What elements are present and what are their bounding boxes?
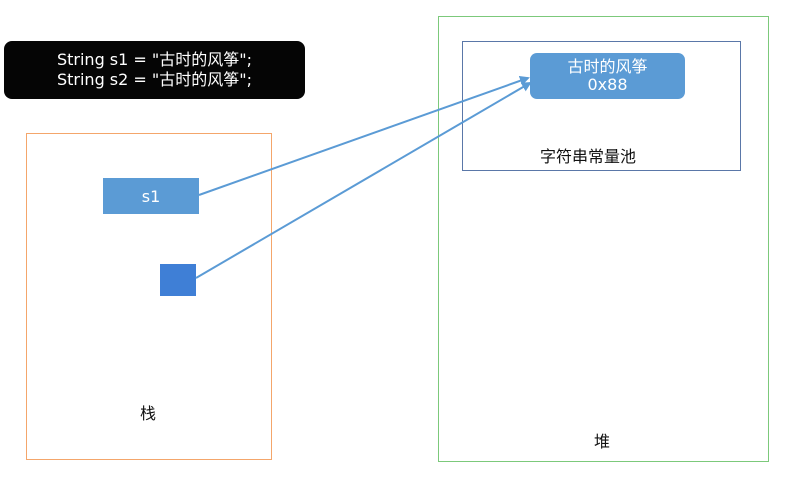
code-snippet: String s1 = "古时的风筝"; String s2 = "古时的风筝"… xyxy=(4,41,305,99)
stack-region xyxy=(26,133,272,460)
string-object: 古时的风筝 0x88 xyxy=(530,53,685,99)
string-constant-pool xyxy=(462,41,741,171)
arrow-s1-to-string xyxy=(198,75,530,196)
string-object-value: 古时的风筝 xyxy=(567,57,648,76)
heap-label: 堆 xyxy=(594,432,611,451)
variable-s2-label: s2 xyxy=(138,270,158,290)
arrow-s2-to-string xyxy=(195,81,532,279)
code-line-2: String s2 = "古时的风筝"; xyxy=(56,70,253,89)
variable-s2-highlight xyxy=(160,264,196,296)
pool-label: 字符串常量池 xyxy=(540,147,637,166)
stack-label: 栈 xyxy=(140,404,157,423)
code-line-1: String s1 = "古时的风筝"; xyxy=(56,50,253,69)
heap-region xyxy=(438,16,769,462)
variable-s2: s2 xyxy=(100,262,196,298)
string-object-address: 0x88 xyxy=(587,75,628,94)
variable-s1: s1 xyxy=(103,178,199,214)
variable-s1-label: s1 xyxy=(141,186,161,206)
